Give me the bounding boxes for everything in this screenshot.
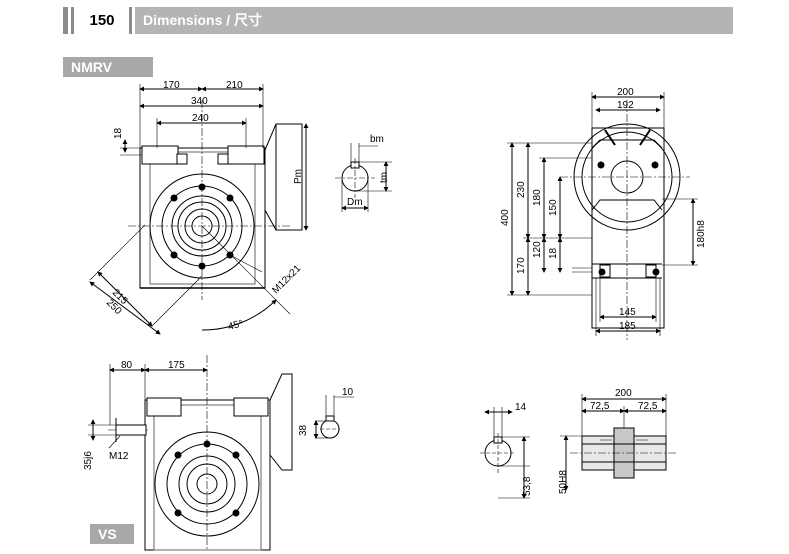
dim-120: 120 bbox=[532, 241, 543, 258]
dim-10: 10 bbox=[342, 387, 354, 398]
dim-340: 340 bbox=[191, 96, 208, 107]
dim-210: 210 bbox=[226, 80, 243, 91]
dim-180: 180 bbox=[532, 189, 543, 206]
dim-m12: M12 bbox=[109, 451, 129, 462]
section-tag-nmrv: NMRV bbox=[63, 57, 153, 77]
dim-240: 240 bbox=[192, 113, 209, 124]
side-housing-outline bbox=[591, 127, 665, 329]
dim-14: 14 bbox=[515, 402, 527, 413]
dim-72-5: 72,5 bbox=[638, 401, 658, 412]
header-accent-bar bbox=[129, 7, 132, 34]
dim-tm: tm bbox=[379, 172, 390, 183]
shaft-key-detail bbox=[335, 143, 392, 212]
header-accent-bar bbox=[71, 7, 74, 34]
page-header: 150 Dimensions / 尺寸 bbox=[63, 7, 733, 34]
nmrv-front-view bbox=[89, 84, 309, 335]
dim-400: 400 bbox=[500, 209, 511, 226]
section-tag-vs: VS bbox=[90, 524, 134, 544]
dim-200: 200 bbox=[617, 87, 634, 98]
dim-175: 175 bbox=[168, 360, 185, 371]
dim-145: 145 bbox=[619, 307, 636, 318]
page-title: Dimensions / 尺寸 bbox=[143, 12, 263, 28]
dim-50h8: 50H8 bbox=[558, 470, 569, 494]
dim-150: 150 bbox=[548, 199, 559, 216]
dim-200: 200 bbox=[615, 388, 632, 399]
dim-18: 18 bbox=[113, 127, 124, 139]
header-title-bar bbox=[135, 7, 733, 34]
dim-35j6: 35j6 bbox=[83, 451, 94, 470]
dim-38: 38 bbox=[298, 424, 309, 436]
vs-front-view bbox=[88, 355, 354, 551]
vs-housing bbox=[144, 399, 271, 551]
header-accent-bar bbox=[63, 7, 68, 34]
dim-72-5: 72,5 bbox=[590, 401, 610, 412]
dim-dm: Dm bbox=[347, 197, 363, 208]
dim-bm: bm bbox=[370, 134, 384, 145]
dim-180h8: 180h8 bbox=[696, 220, 707, 248]
page-number: 150 bbox=[89, 12, 115, 29]
dim-53-8: 53,8 bbox=[522, 476, 533, 496]
dim-170: 170 bbox=[516, 257, 527, 274]
dim-pm: Pm bbox=[293, 169, 304, 184]
dim-170: 170 bbox=[163, 80, 180, 91]
bore-detail bbox=[480, 407, 530, 499]
dim-45-deg: 45° bbox=[227, 318, 244, 333]
nmrv-side-view bbox=[507, 92, 698, 340]
dim-192: 192 bbox=[617, 100, 634, 111]
dim-18: 18 bbox=[548, 247, 559, 259]
dim-80: 80 bbox=[121, 360, 133, 371]
hollow-shaft-section bbox=[560, 394, 678, 491]
dim-m12x21: M12x21 bbox=[270, 263, 303, 296]
dim-185: 185 bbox=[619, 321, 636, 332]
dim-230: 230 bbox=[516, 181, 527, 198]
